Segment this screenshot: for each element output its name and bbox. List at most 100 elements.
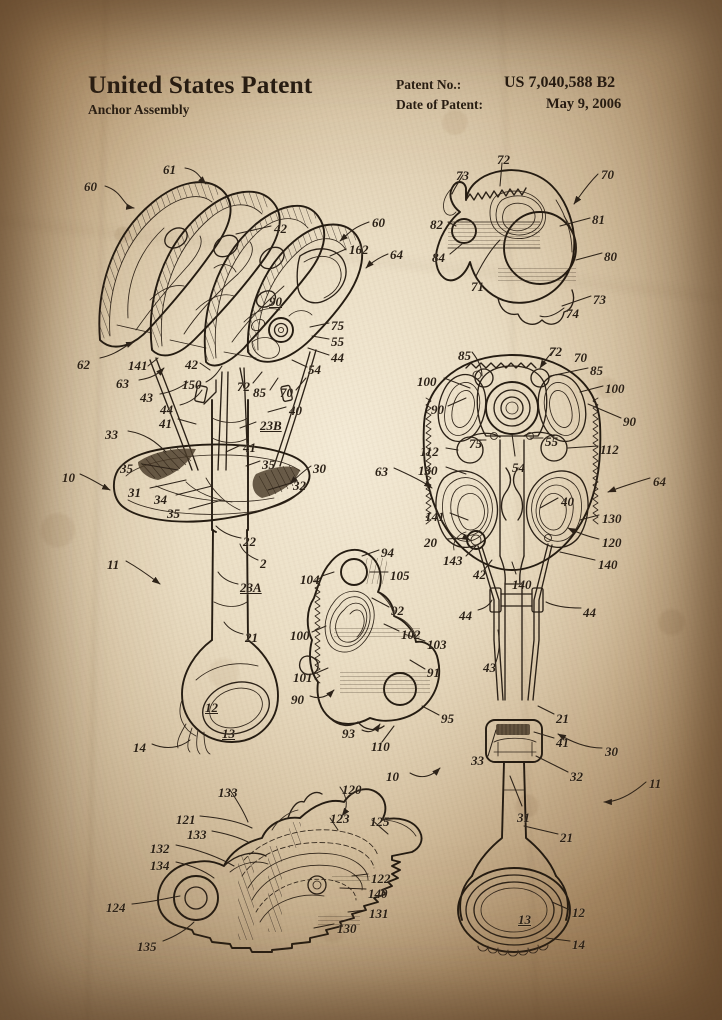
reference-numeral-61-1: 61 bbox=[163, 162, 176, 177]
reference-numeral-143-73: 143 bbox=[443, 553, 463, 568]
reference-numeral-140-74: 140 bbox=[598, 557, 618, 572]
patent-date-value: May 9, 2006 bbox=[546, 96, 622, 112]
reference-numeral-101-98: 101 bbox=[293, 670, 313, 685]
reference-numeral-13-40: 13 bbox=[222, 726, 235, 741]
patent-date-label: Date of Patent: bbox=[396, 97, 483, 112]
reference-numeral-44-77: 44 bbox=[459, 608, 472, 623]
reference-numeral-12-39: 12 bbox=[205, 700, 218, 715]
reference-numeral-72-53: 72 bbox=[549, 344, 562, 359]
reference-numeral-91-99: 91 bbox=[427, 665, 440, 680]
reference-numeral-140-114: 140 bbox=[368, 886, 388, 901]
patent-header: United States Patent Anchor Assembly Pat… bbox=[0, 70, 722, 130]
reference-numeral-84-47: 84 bbox=[432, 250, 445, 265]
reference-numeral-120-71: 120 bbox=[602, 535, 622, 550]
reference-numeral-63-13: 63 bbox=[116, 376, 129, 391]
reference-numeral-134-112: 134 bbox=[150, 858, 170, 873]
reference-numeral-21-38: 21 bbox=[245, 630, 258, 645]
reference-numeral-32-32: 32 bbox=[293, 478, 306, 493]
reference-numeral-100-57: 100 bbox=[605, 381, 625, 396]
reference-numeral-95-101: 95 bbox=[441, 711, 454, 726]
reference-numeral-33-24: 33 bbox=[105, 427, 118, 442]
reference-numeral-92-94: 92 bbox=[391, 603, 404, 618]
reference-numeral-20-72: 20 bbox=[424, 535, 437, 550]
reference-numeral-85-18: 85 bbox=[253, 385, 266, 400]
reference-numeral-120-106: 120 bbox=[342, 782, 362, 797]
reference-numeral-70-44: 70 bbox=[601, 167, 614, 182]
reference-numeral-90-58: 90 bbox=[431, 402, 444, 417]
reference-numeral-70-54: 70 bbox=[574, 350, 587, 365]
reference-numeral-130-117: 130 bbox=[337, 921, 357, 936]
reference-numeral-75-7: 75 bbox=[331, 318, 344, 333]
reference-numeral-30-28: 30 bbox=[313, 461, 326, 476]
reference-numeral-2-36: 2 bbox=[260, 556, 267, 571]
reference-numeral-31-30: 31 bbox=[128, 485, 141, 500]
reference-numeral-102-96: 102 bbox=[401, 627, 421, 642]
reference-numeral-21-80: 21 bbox=[556, 711, 569, 726]
reference-numeral-55-8: 55 bbox=[331, 334, 344, 349]
reference-numeral-44-20: 44 bbox=[160, 402, 173, 417]
reference-numeral-42-75: 42 bbox=[473, 567, 486, 582]
reference-numeral-54-64: 54 bbox=[512, 460, 525, 475]
reference-numeral-73-50: 73 bbox=[593, 292, 606, 307]
reference-numeral-10-29: 10 bbox=[62, 470, 75, 485]
reference-numeral-11-85: 11 bbox=[649, 776, 662, 791]
reference-numeral-90-59: 90 bbox=[623, 414, 636, 429]
reference-numeral-41-22: 41 bbox=[159, 416, 172, 431]
reference-numeral-100-95: 100 bbox=[290, 628, 310, 643]
reference-numeral-63-65: 63 bbox=[375, 464, 388, 479]
reference-numeral-162-4: 162 bbox=[349, 242, 369, 257]
fig-front-elevation-cam-head bbox=[422, 354, 602, 957]
reference-numeral-21-87: 21 bbox=[560, 830, 573, 845]
reference-numeral-124-115: 124 bbox=[106, 900, 126, 915]
reference-numeral-132-111: 132 bbox=[150, 841, 170, 856]
reference-numeral-123-108: 123 bbox=[330, 811, 350, 826]
patent-number-value: US 7,040,588 B2 bbox=[504, 74, 616, 91]
reference-numeral-55-61: 55 bbox=[545, 434, 558, 449]
reference-numeral-35-27: 35 bbox=[262, 457, 275, 472]
reference-numeral-131-116: 131 bbox=[369, 906, 389, 921]
reference-numeral-32-84: 32 bbox=[570, 769, 583, 784]
reference-numeral-130-70: 130 bbox=[602, 511, 622, 526]
reference-numeral-30-82: 30 bbox=[605, 744, 618, 759]
reference-numeral-81-46: 81 bbox=[592, 212, 605, 227]
reference-numeral-40-68: 40 bbox=[561, 494, 574, 509]
reference-numeral-72-43: 72 bbox=[497, 152, 510, 167]
reference-numeral-130-66: 130 bbox=[418, 463, 438, 478]
reference-numeral-64-67: 64 bbox=[653, 474, 666, 489]
reference-numeral-31-86: 31 bbox=[517, 810, 530, 825]
reference-numeral-12-89: 12 bbox=[572, 905, 585, 920]
reference-numeral-104-93: 104 bbox=[300, 572, 320, 587]
reference-numeral-74-51: 74 bbox=[566, 306, 579, 321]
reference-numeral-35-26: 35 bbox=[120, 461, 133, 476]
reference-numeral-42-2: 42 bbox=[274, 221, 287, 236]
reference-numeral-62-11: 62 bbox=[77, 357, 90, 372]
reference-numeral-141-12: 141 bbox=[128, 358, 148, 373]
reference-numeral-105-92: 105 bbox=[390, 568, 410, 583]
reference-numeral-22-34: 22 bbox=[243, 534, 256, 549]
reference-numeral-112-62: 112 bbox=[420, 444, 439, 459]
reference-numeral-110-103: 110 bbox=[371, 739, 390, 754]
reference-numeral-44-78: 44 bbox=[583, 605, 596, 620]
reference-numeral-43-16: 43 bbox=[140, 390, 153, 405]
reference-numeral-54-10: 54 bbox=[308, 362, 321, 377]
reference-numeral-41-25: 41 bbox=[243, 440, 256, 455]
reference-numeral-23B-23: 23B bbox=[260, 418, 282, 433]
reference-numeral-135-118: 135 bbox=[137, 939, 157, 954]
reference-numeral-40-21: 40 bbox=[289, 403, 302, 418]
reference-numeral-44-9: 44 bbox=[331, 350, 344, 365]
reference-numeral-13-88: 13 bbox=[518, 912, 531, 927]
reference-numeral-122-113: 122 bbox=[371, 871, 391, 886]
reference-numeral-82-45: 82 bbox=[430, 217, 443, 232]
invention-title: Anchor Assembly bbox=[88, 102, 190, 117]
reference-numeral-60-3: 60 bbox=[372, 215, 385, 230]
reference-numeral-60-0: 60 bbox=[84, 179, 97, 194]
reference-numeral-80-48: 80 bbox=[604, 249, 617, 264]
reference-numeral-41-81: 41 bbox=[556, 735, 569, 750]
leader-lines bbox=[79, 162, 651, 942]
fig-cam-lobe-detail bbox=[435, 169, 577, 325]
page-title: United States Patent bbox=[88, 70, 313, 99]
